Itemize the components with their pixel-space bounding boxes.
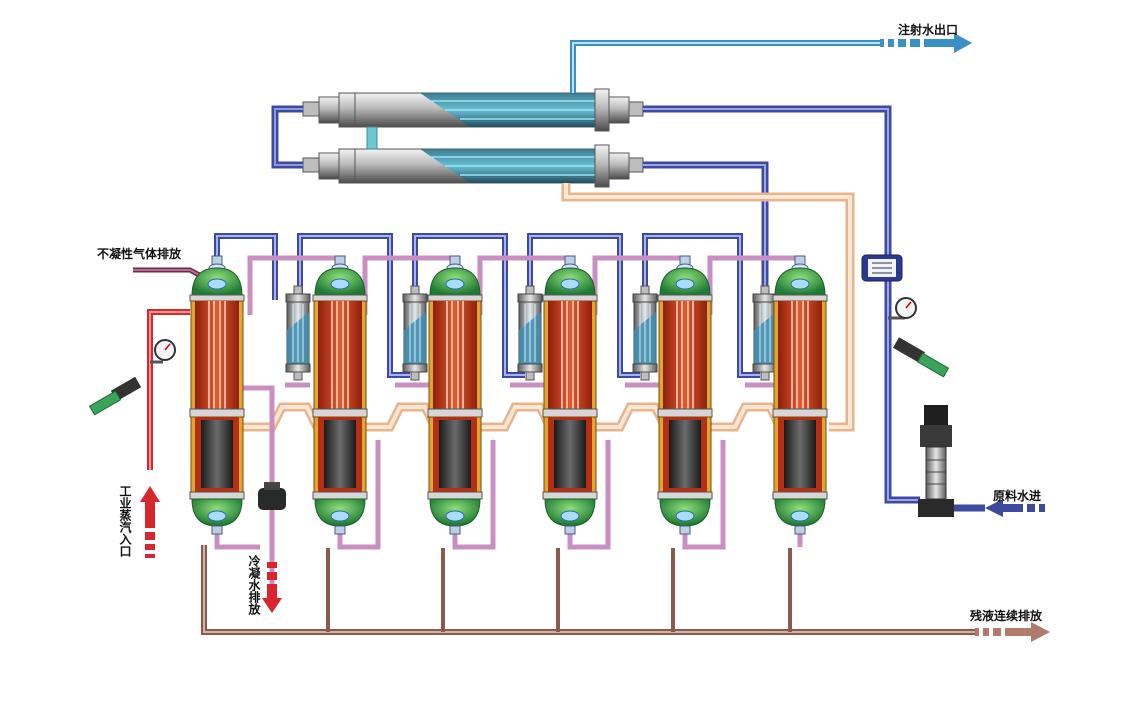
injection-water-outlet-pipe bbox=[570, 40, 880, 93]
effect-column-4 bbox=[542, 255, 598, 535]
raw-water-inlet-arrow bbox=[985, 499, 1045, 517]
injection-water-outlet-arrow bbox=[880, 33, 972, 53]
condenser-upper bbox=[302, 88, 644, 132]
flowmeter bbox=[861, 254, 903, 282]
steam-inlet-pipe bbox=[147, 309, 190, 470]
preheater-4 bbox=[632, 285, 658, 381]
condenser-loop-pipe bbox=[271, 105, 303, 169]
steam-trap bbox=[258, 482, 286, 510]
preheater-2 bbox=[402, 285, 428, 381]
label-condensate-drain: 冷凝水排放 bbox=[247, 555, 261, 615]
label-raw-water-inlet: 原料水进 bbox=[993, 489, 1042, 503]
pressure-gauge-right bbox=[888, 297, 917, 320]
bottom-pink-links bbox=[214, 440, 803, 550]
effect-column-6 bbox=[772, 255, 828, 535]
condenser-lower bbox=[302, 144, 644, 188]
effect-column-1 bbox=[189, 255, 245, 535]
label-steam-inlet: 工业蒸汽入口 bbox=[118, 485, 132, 557]
preheater-3 bbox=[517, 285, 543, 381]
pressure-gauge-left bbox=[150, 339, 176, 364]
steam-inlet-arrow bbox=[140, 486, 160, 558]
label-residue-discharge: 残液连续排放 bbox=[970, 609, 1043, 623]
effect-column-3 bbox=[427, 255, 483, 535]
condenser-link bbox=[366, 126, 378, 150]
preheater-1 bbox=[285, 285, 311, 381]
condensate-pipe bbox=[242, 385, 275, 585]
label-injection-water-outlet: 注射水出口 bbox=[898, 23, 959, 37]
residue-discharge-arrow bbox=[975, 622, 1050, 642]
effect-column-5 bbox=[657, 255, 713, 535]
valve-right bbox=[893, 337, 950, 378]
feed-pump bbox=[918, 405, 954, 517]
condensate-drain-arrow bbox=[262, 562, 282, 613]
residue-pipe bbox=[201, 545, 975, 635]
label-gas-vent: 不凝性气体排放 bbox=[97, 247, 182, 261]
effect-column-2 bbox=[312, 255, 368, 535]
valve-left bbox=[88, 376, 142, 416]
